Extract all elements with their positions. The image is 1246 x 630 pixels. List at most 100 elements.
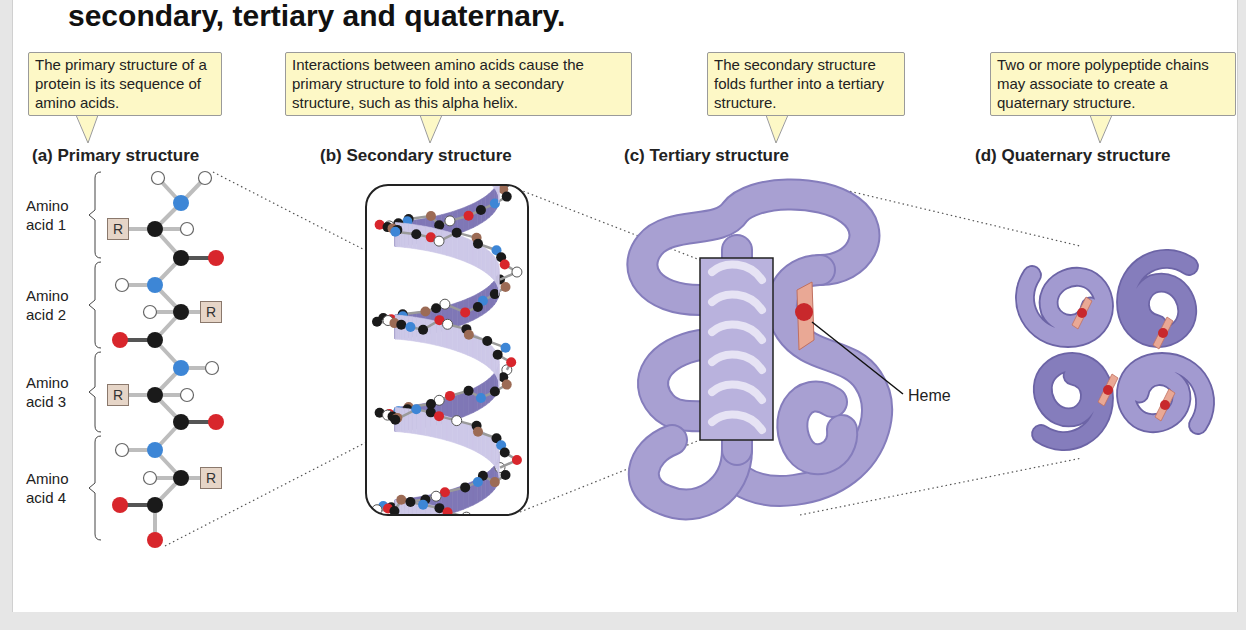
atom [206, 362, 219, 375]
ribbon-piece [498, 451, 499, 478]
panel-heading: (a) Primary structure [32, 145, 199, 166]
atom [443, 319, 453, 329]
ribbon-piece [486, 433, 489, 460]
helix-atoms [372, 185, 522, 515]
protein-tube-edge [1126, 362, 1205, 425]
protein-tube [1025, 275, 1104, 338]
bracket [89, 352, 101, 432]
atom [482, 336, 492, 346]
ribbon-piece [463, 422, 468, 448]
atom [493, 350, 503, 360]
subunit [1126, 259, 1189, 338]
atom [147, 497, 163, 513]
protein-tube-edge [792, 396, 842, 459]
atom [116, 444, 129, 457]
atom [173, 414, 189, 430]
ribbon-piece [405, 408, 408, 432]
ribbon-piece [402, 408, 405, 432]
atom [440, 299, 450, 309]
amino-acid-label: Amino acid 4 [26, 469, 86, 507]
ribbon-piece [421, 411, 426, 436]
helix-stripe [712, 324, 762, 340]
atom [426, 211, 436, 221]
callout-box: Two or more polypeptide chains may assoc… [990, 52, 1236, 116]
callout-box: The secondary structure folds further in… [707, 52, 905, 116]
atom [144, 306, 157, 319]
amino-acid-label: Amino acid 1 [26, 196, 86, 234]
atom [112, 497, 128, 513]
dotted-line [165, 430, 390, 546]
iron-atom [1077, 308, 1087, 318]
ribbon-piece [498, 269, 499, 296]
helix-frame [366, 185, 528, 515]
callout-tails [76, 113, 1112, 143]
atom [173, 470, 189, 486]
ribbon-piece [452, 326, 457, 352]
ribbon-piece [421, 226, 426, 251]
heme-plane [1072, 297, 1092, 329]
atom [473, 239, 483, 249]
r-group-box: R [200, 301, 222, 323]
atom [490, 199, 500, 209]
atom [464, 330, 474, 340]
atom [411, 404, 421, 414]
leader-line [812, 322, 903, 394]
secondary-figure [366, 139, 528, 533]
page-title: secondary, tertiary and quaternary. [68, 0, 565, 32]
callout-tail-fill [766, 113, 788, 143]
atom [490, 289, 500, 299]
atom [445, 391, 455, 401]
atom [464, 386, 474, 396]
ribbon-piece [498, 185, 499, 203]
amino-acid-label: Amino acid 2 [26, 286, 86, 324]
atom [173, 360, 189, 376]
atom [173, 304, 189, 320]
atom [418, 325, 428, 335]
callout-text: The secondary structure folds further in… [714, 55, 898, 112]
atom [152, 172, 165, 185]
atom [208, 414, 224, 430]
atom [147, 332, 163, 348]
atom [512, 455, 522, 465]
atom [390, 415, 400, 425]
atom [396, 320, 406, 330]
atom [476, 393, 486, 403]
atom [452, 228, 462, 238]
alpha-helix [372, 185, 522, 515]
atom [452, 416, 462, 426]
atom [372, 317, 382, 327]
atom [434, 411, 444, 421]
atom [405, 322, 415, 332]
helix-stripe [712, 264, 762, 280]
dotted-line [213, 172, 388, 262]
ribbon-piece [402, 223, 405, 247]
atom [501, 282, 511, 292]
callout-text: The primary structure of a protein is it… [35, 55, 215, 112]
ribbon-piece [463, 237, 468, 263]
heme-plane [1098, 374, 1118, 406]
atom [147, 387, 163, 403]
bracket [89, 436, 101, 540]
panel-heading: (c) Tertiary structure [624, 145, 789, 166]
callout-tail-fill [1090, 113, 1112, 143]
atom [490, 477, 500, 487]
helix-atoms [375, 185, 512, 512]
atom [434, 236, 444, 246]
atom [490, 387, 500, 397]
atom [405, 497, 415, 507]
callout-tail-edge [766, 115, 788, 143]
protein-tube-edge [1126, 259, 1189, 338]
ribbon-piece [482, 246, 486, 273]
protein-tube [1126, 362, 1205, 425]
iron-atom [795, 303, 813, 321]
atom [473, 477, 483, 487]
subunit [1126, 362, 1205, 425]
atom [460, 482, 470, 492]
atom [390, 227, 400, 237]
heme-plane [1155, 389, 1175, 421]
atom [199, 172, 212, 185]
ribbon-piece [468, 239, 473, 265]
atom [418, 500, 428, 510]
bracket [89, 262, 101, 348]
ribbon-piece [498, 361, 499, 388]
